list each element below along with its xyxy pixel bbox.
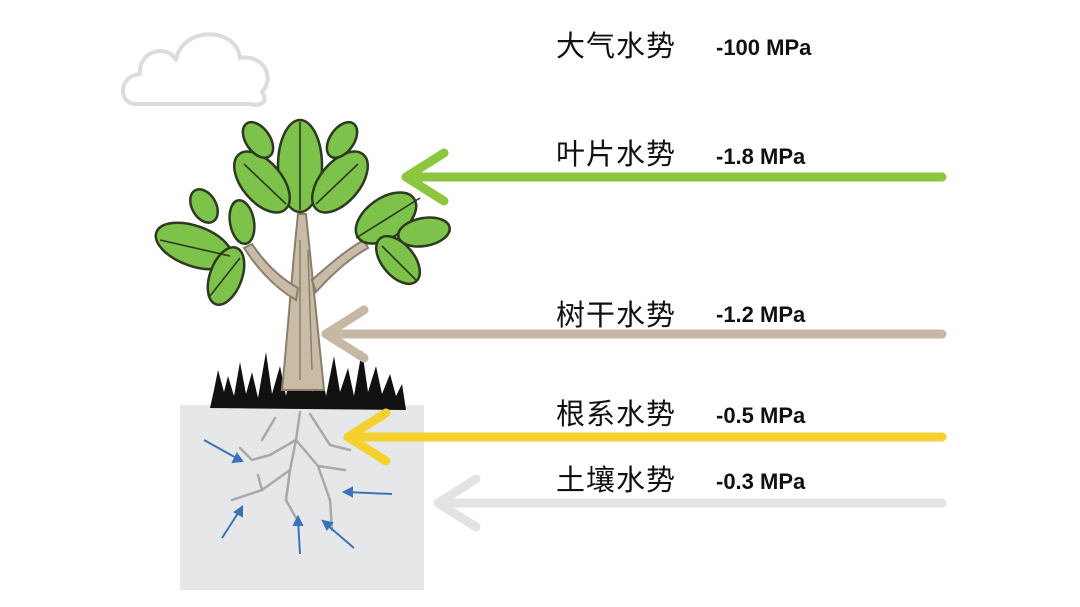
root-system xyxy=(230,410,352,532)
arrow-soil xyxy=(433,474,947,532)
root-label: 根系水势 xyxy=(556,397,677,431)
cloud-icon xyxy=(121,32,270,107)
water-flow-arrows xyxy=(203,439,393,555)
atmosphere-label: 大气水势 xyxy=(556,29,677,63)
arrow-trunk xyxy=(321,305,947,363)
root-value: -0.5 MPa xyxy=(716,403,806,428)
arrow-leaf xyxy=(401,148,947,206)
tree-icon xyxy=(154,118,451,306)
leaf-value: -1.8 MPa xyxy=(716,144,806,169)
tree-trunk xyxy=(242,213,370,391)
soil-label: 土壤水势 xyxy=(556,463,677,497)
leaf-label: 叶片水势 xyxy=(556,137,677,171)
atmosphere-value: -100 MPa xyxy=(716,35,812,60)
soil-value: -0.3 MPa xyxy=(716,469,806,494)
trunk-value: -1.2 MPa xyxy=(716,302,806,327)
trunk-label: 树干水势 xyxy=(556,298,677,332)
arrow-root xyxy=(343,408,947,466)
